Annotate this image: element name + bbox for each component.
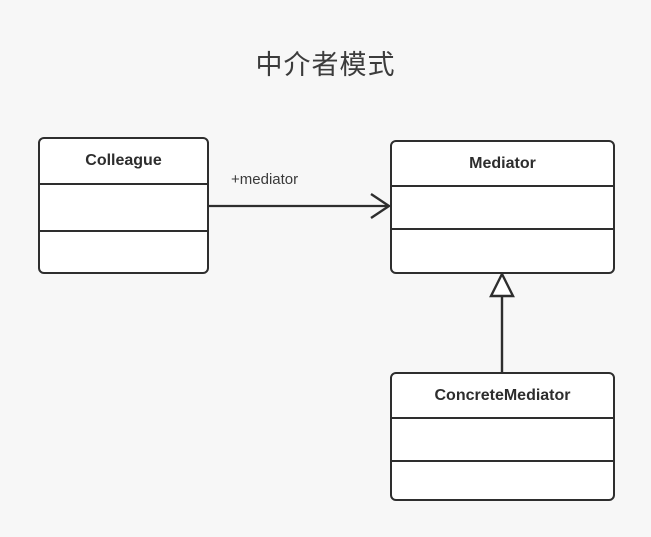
open-arrowhead-icon: [370, 193, 392, 219]
class-operations-mediator: [392, 230, 613, 271]
class-name-colleague: Colleague: [40, 139, 207, 185]
class-attributes-concrete-mediator: [392, 419, 613, 462]
association-role-label: +mediator: [231, 171, 299, 188]
uml-class-mediator[interactable]: Mediator: [390, 140, 615, 274]
class-name-mediator: Mediator: [392, 142, 613, 187]
uml-class-concrete-mediator[interactable]: ConcreteMediator: [390, 372, 615, 501]
class-attributes-colleague: [40, 185, 207, 232]
generalization-concretemediator-mediator: [489, 271, 515, 372]
uml-class-colleague[interactable]: Colleague: [38, 137, 209, 274]
class-attributes-mediator: [392, 187, 613, 230]
class-operations-concrete-mediator: [392, 462, 613, 498]
association-colleague-mediator: [209, 193, 392, 219]
class-operations-colleague: [40, 232, 207, 271]
class-name-concrete-mediator: ConcreteMediator: [392, 374, 613, 419]
hollow-triangle-arrowhead-icon: [489, 271, 515, 298]
page-title: 中介者模式: [255, 50, 396, 81]
